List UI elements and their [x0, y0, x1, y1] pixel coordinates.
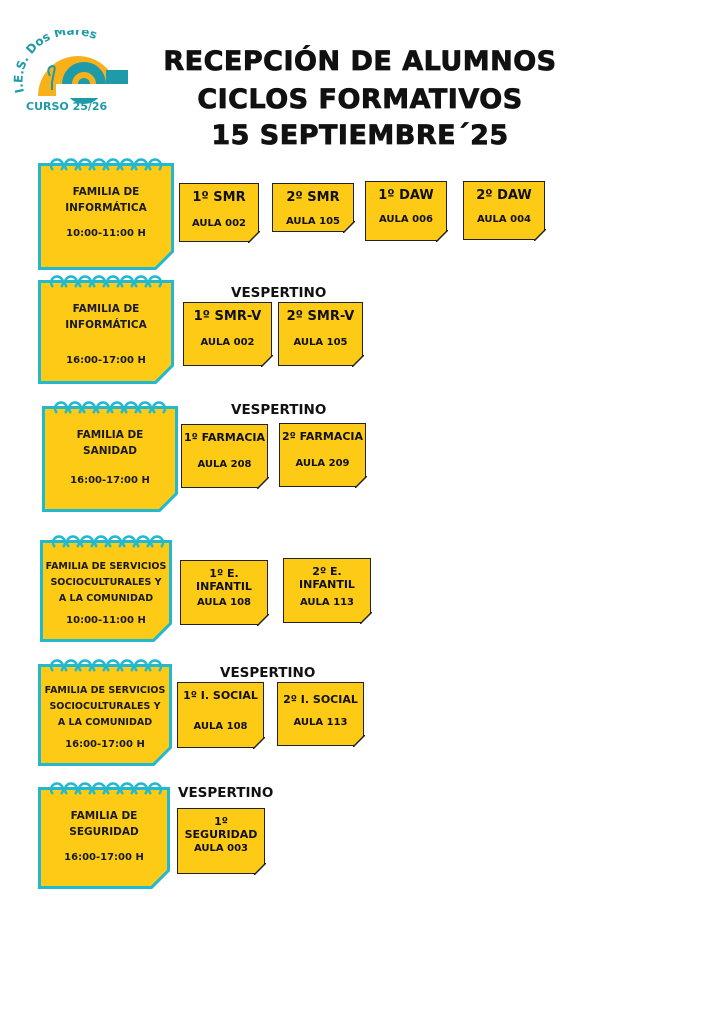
session-time: 16:00-17:00 H [66, 355, 146, 366]
group-card: 1º SEGURIDAD AULA 003 [177, 808, 266, 875]
group-card: 2º SMR AULA 105 [272, 183, 355, 233]
group-name: 2º DAW [476, 188, 532, 203]
page-fold-icon [359, 611, 372, 624]
group-room: AULA 108 [193, 721, 248, 732]
group-room: AULA 002 [191, 218, 247, 229]
spiral-binding-icon [49, 782, 163, 795]
group-name: 1º I. SOCIAL [183, 689, 258, 702]
session-time: 16:00-17:00 H [70, 475, 150, 486]
group-name: 2º I. SOCIAL [283, 693, 358, 706]
group-name: 2º SMR [286, 190, 340, 205]
shift-label: VESPERTINO [220, 665, 316, 681]
group-card: 1º SMR AULA 002 [179, 183, 260, 243]
group-card: 1º I. SOCIAL AULA 108 [177, 682, 265, 749]
spiral-binding-icon [53, 401, 167, 414]
group-room: AULA 113 [299, 597, 355, 608]
page-fold-icon [352, 734, 365, 747]
school-logo: I.E.S. Dos Mares CURSO 25/26 [10, 24, 135, 125]
page-fold-icon [247, 230, 260, 243]
page-fold-icon [533, 228, 546, 241]
page-fold-icon [256, 476, 269, 489]
page-fold-icon [150, 869, 170, 889]
group-room: AULA 108 [196, 597, 252, 608]
group-name: 2º FARMACIA [281, 430, 364, 443]
page-fold-icon [158, 492, 178, 512]
group-name: 1º SEGURIDAD [184, 815, 258, 841]
group-name: 2º E. INFANTIL [299, 565, 355, 591]
spiral-binding-icon [49, 275, 163, 288]
page-fold-icon [154, 364, 174, 384]
group-name: 2º SMR-V [286, 309, 355, 324]
group-card: 1º DAW AULA 006 [365, 181, 448, 242]
group-card: 2º E. INFANTIL AULA 113 [283, 558, 372, 624]
spiral-binding-icon [49, 659, 163, 672]
group-name: 1º FARMACIA [183, 431, 266, 444]
page-title-line-1: RECEPCIÓN DE ALUMNOS [163, 46, 557, 77]
page-fold-icon [152, 622, 172, 642]
page-fold-icon [252, 736, 265, 749]
page-fold-icon [351, 354, 364, 367]
page-fold-icon [152, 746, 172, 766]
group-room: AULA 006 [378, 214, 434, 225]
page-fold-icon [256, 613, 269, 626]
group-card: 1º SMR-V AULA 002 [183, 302, 273, 367]
group-name: 1º DAW [378, 188, 434, 203]
page-fold-icon [154, 250, 174, 270]
group-name: 1º SMR [192, 190, 246, 205]
group-card: 1º E. INFANTIL AULA 108 [180, 560, 269, 626]
group-name: 1º SMR-V [193, 309, 262, 324]
group-room: AULA 113 [293, 717, 348, 728]
session-time: 16:00-17:00 H [65, 739, 145, 750]
group-room: AULA 003 [193, 843, 249, 854]
page-title-line-3: 15 SEPTIEMBRE´25 [211, 120, 509, 151]
shift-label: VESPERTINO [231, 402, 327, 418]
logo-course-label: CURSO 25/26 [26, 100, 108, 113]
group-card: 1º FARMACIA AULA 208 [181, 424, 269, 489]
spiral-binding-icon [49, 158, 163, 171]
group-room: AULA 105 [285, 216, 341, 227]
spiral-binding-icon [51, 535, 165, 548]
page-fold-icon [253, 862, 266, 875]
group-room: AULA 105 [293, 337, 348, 348]
group-card: 2º I. SOCIAL AULA 113 [277, 682, 365, 747]
shift-label: VESPERTINO [231, 285, 327, 301]
group-card: 2º DAW AULA 004 [463, 181, 546, 241]
page-fold-icon [435, 229, 448, 242]
group-name: 1º E. INFANTIL [196, 567, 252, 593]
group-room: AULA 208 [197, 459, 252, 470]
page-fold-icon [260, 354, 273, 367]
page-fold-icon [354, 475, 367, 488]
session-time: 16:00-17:00 H [64, 852, 144, 863]
group-room: AULA 002 [200, 337, 255, 348]
logo-emblem-icon: I.E.S. Dos Mares [11, 24, 128, 104]
group-card: 2º SMR-V AULA 105 [278, 302, 364, 367]
group-room: AULA 209 [295, 458, 350, 469]
session-time: 10:00-11:00 H [66, 228, 146, 239]
group-card: 2º FARMACIA AULA 209 [279, 423, 367, 488]
group-room: AULA 004 [476, 214, 532, 225]
page-title-line-2: CICLOS FORMATIVOS [197, 84, 523, 115]
shift-label: VESPERTINO [178, 785, 274, 801]
session-time: 10:00-11:00 H [66, 615, 146, 626]
page-fold-icon [342, 220, 355, 233]
